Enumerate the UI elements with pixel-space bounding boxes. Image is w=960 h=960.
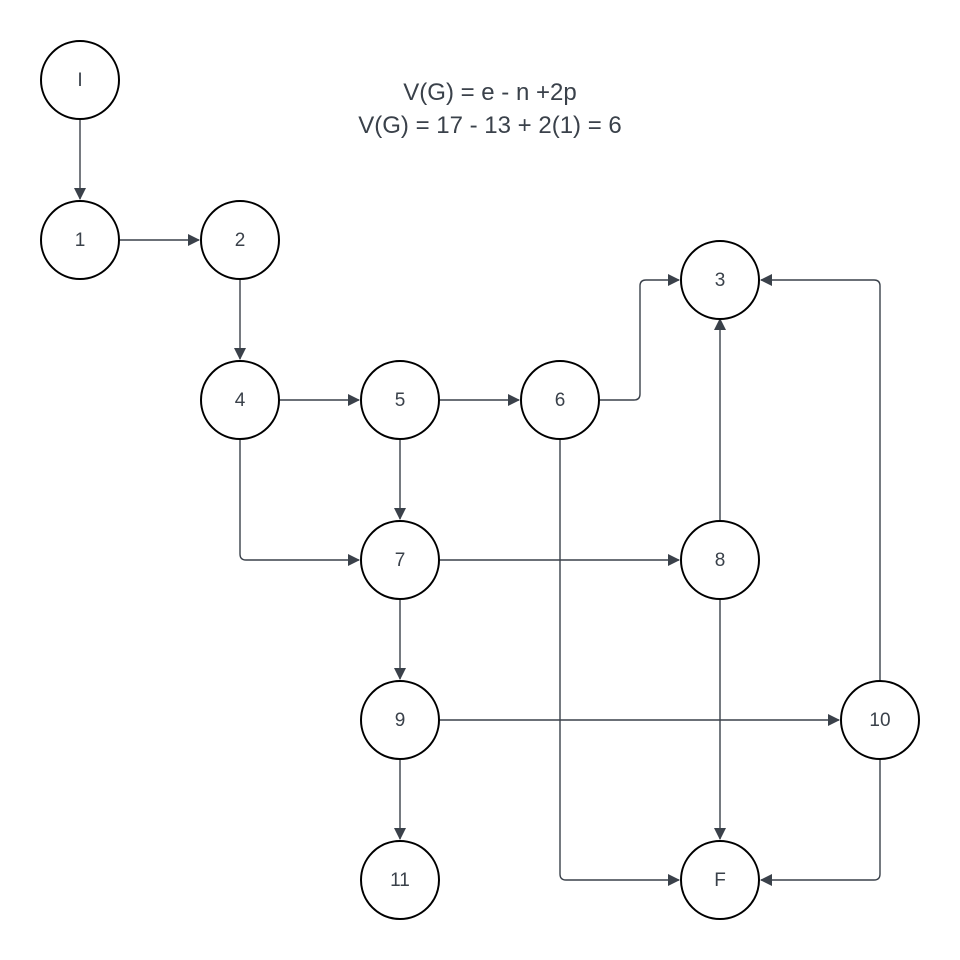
node-2: 2 bbox=[200, 200, 280, 280]
node-i: I bbox=[40, 40, 120, 120]
node-label: 4 bbox=[235, 390, 246, 411]
edge-6-to-f bbox=[559, 439, 680, 886]
formula-line-2: V(G) = 17 - 13 + 2(1) = 6 bbox=[358, 112, 621, 139]
node-circle bbox=[200, 360, 280, 440]
node-circle bbox=[40, 40, 120, 120]
node-3: 3 bbox=[680, 240, 760, 320]
edge-4-to-7 bbox=[239, 439, 360, 566]
node-11: 11 bbox=[360, 840, 440, 920]
node-circle bbox=[680, 520, 760, 600]
node-label: I bbox=[77, 70, 82, 91]
node-label: 10 bbox=[869, 710, 890, 731]
node-label: 6 bbox=[555, 390, 566, 411]
node-5: 5 bbox=[360, 360, 440, 440]
node-4: 4 bbox=[200, 360, 280, 440]
node-label: 3 bbox=[715, 270, 726, 291]
node-7: 7 bbox=[360, 520, 440, 600]
edge-6-to-3 bbox=[599, 274, 680, 401]
node-circle bbox=[680, 240, 760, 320]
node-6: 6 bbox=[520, 360, 600, 440]
node-circle bbox=[360, 360, 440, 440]
edges bbox=[74, 119, 881, 886]
node-label: F bbox=[714, 870, 726, 891]
edge-10-to-3 bbox=[760, 274, 881, 681]
nodes: I 1 2 3 4 5 6 7 8 9 10 11 F bbox=[40, 40, 920, 920]
edge-10-to-f bbox=[760, 759, 881, 886]
node-f: F bbox=[680, 840, 760, 920]
node-9: 9 bbox=[360, 680, 440, 760]
node-10: 10 bbox=[840, 680, 920, 760]
node-label: 7 bbox=[395, 550, 406, 571]
node-1: 1 bbox=[40, 200, 120, 280]
node-circle bbox=[200, 200, 280, 280]
node-label: 9 bbox=[395, 710, 406, 731]
node-label: 5 bbox=[395, 390, 406, 411]
node-circle bbox=[40, 200, 120, 280]
node-label: 11 bbox=[390, 870, 410, 891]
node-circle bbox=[360, 680, 440, 760]
node-8: 8 bbox=[680, 520, 760, 600]
node-label: 2 bbox=[235, 230, 246, 251]
node-label: 8 bbox=[715, 550, 726, 571]
node-label: 1 bbox=[75, 230, 86, 251]
node-circle bbox=[680, 840, 760, 920]
formula-line-1: V(G) = e - n +2p bbox=[403, 79, 576, 106]
node-circle bbox=[840, 680, 920, 760]
node-circle bbox=[520, 360, 600, 440]
node-circle bbox=[360, 520, 440, 600]
node-circle bbox=[360, 840, 440, 920]
